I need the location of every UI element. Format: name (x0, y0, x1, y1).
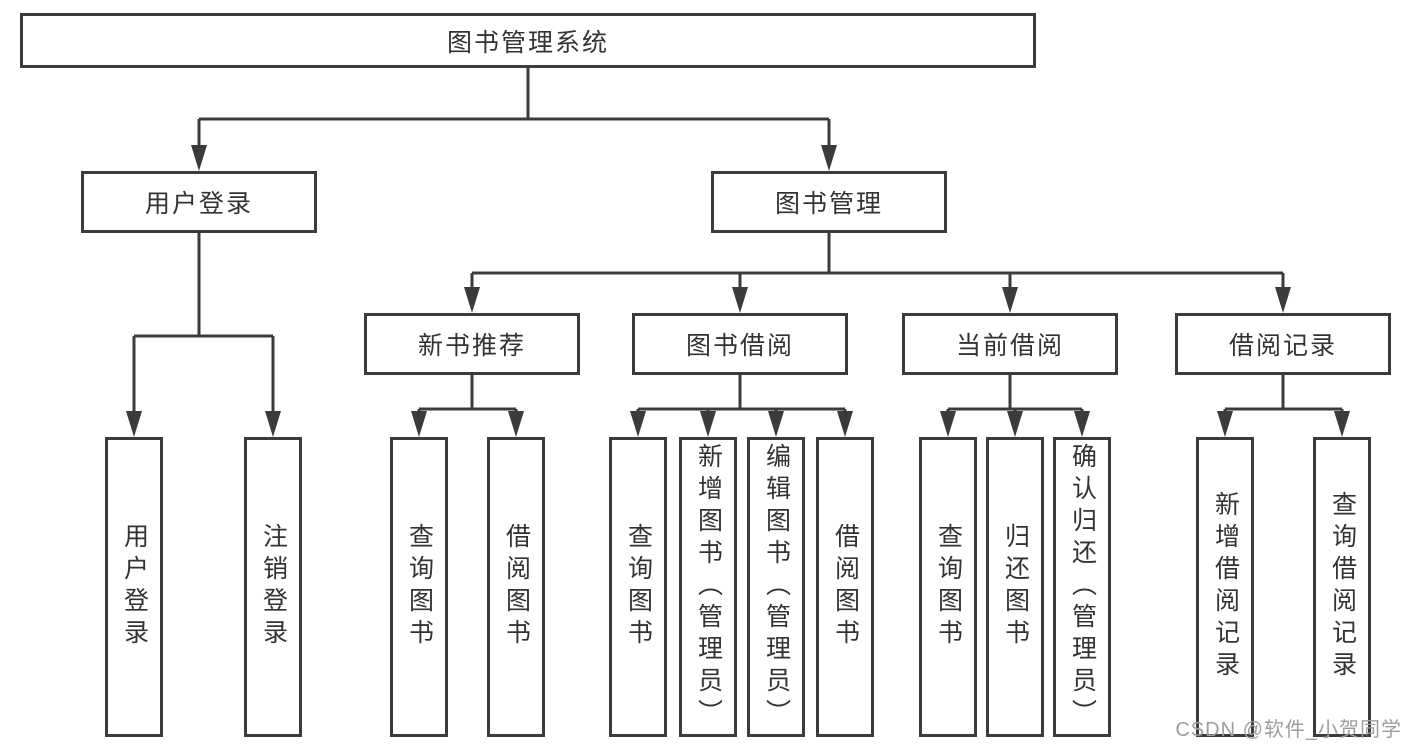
leaf-recommend-query-book: 查询图书 (390, 437, 448, 737)
node-label: 查询图书 (934, 523, 963, 651)
node-label: 归还图书 (1001, 523, 1030, 651)
node-label: 新增图书（管理员） (694, 443, 723, 731)
node-label: 新书推荐 (417, 332, 526, 360)
node-library-management-system: 图书管理系统 (20, 13, 1036, 68)
node-borrowing-records: 借阅记录 (1175, 313, 1391, 375)
leaf-current-return-book: 归还图书 (986, 437, 1044, 737)
node-label: 查询借阅记录 (1328, 491, 1357, 683)
node-user-login: 用户登录 (81, 171, 317, 233)
leaf-records-query-record: 查询借阅记录 (1313, 437, 1371, 737)
node-book-management: 图书管理 (711, 171, 947, 233)
leaf-current-confirm-return: 确认归还（管理员） (1053, 437, 1111, 737)
leaf-borrowing-borrow-book: 借阅图书 (816, 437, 874, 737)
node-current-borrowing: 当前借阅 (902, 313, 1118, 375)
leaf-recommend-borrow-book: 借阅图书 (487, 437, 545, 737)
leaf-logout: 注销登录 (244, 437, 302, 737)
node-label: 图书管理系统 (446, 28, 609, 57)
node-label: 用户登录 (144, 190, 253, 218)
leaf-borrowing-edit-book: 编辑图书（管理员） (747, 437, 805, 737)
node-label: 注销登录 (259, 523, 288, 651)
node-label: 当前借阅 (955, 332, 1064, 360)
node-label: 查询图书 (405, 523, 434, 651)
node-label: 编辑图书（管理员） (762, 443, 791, 731)
node-label: 用户登录 (120, 523, 149, 651)
leaf-current-query-book: 查询图书 (919, 437, 977, 737)
node-label: 图书管理 (774, 190, 883, 218)
node-new-book-recommend: 新书推荐 (364, 313, 580, 375)
node-label: 借阅图书 (831, 523, 860, 651)
node-label: 确认归还（管理员） (1068, 443, 1097, 731)
node-label: 查询图书 (624, 523, 653, 651)
node-label: 图书借阅 (685, 332, 794, 360)
node-label: 借阅图书 (502, 523, 531, 651)
leaf-records-add-record: 新增借阅记录 (1196, 437, 1254, 737)
leaf-user-login: 用户登录 (105, 437, 163, 737)
leaf-borrowing-query-book: 查询图书 (609, 437, 667, 737)
leaf-borrowing-add-book: 新增图书（管理员） (679, 437, 737, 737)
arrowhead-icon (126, 145, 1350, 437)
node-label: 新增借阅记录 (1211, 491, 1240, 683)
node-label: 借阅记录 (1228, 332, 1337, 360)
watermark: CSDN @软件_小贺同学 (1175, 719, 1402, 741)
node-book-borrowing: 图书借阅 (632, 313, 848, 375)
